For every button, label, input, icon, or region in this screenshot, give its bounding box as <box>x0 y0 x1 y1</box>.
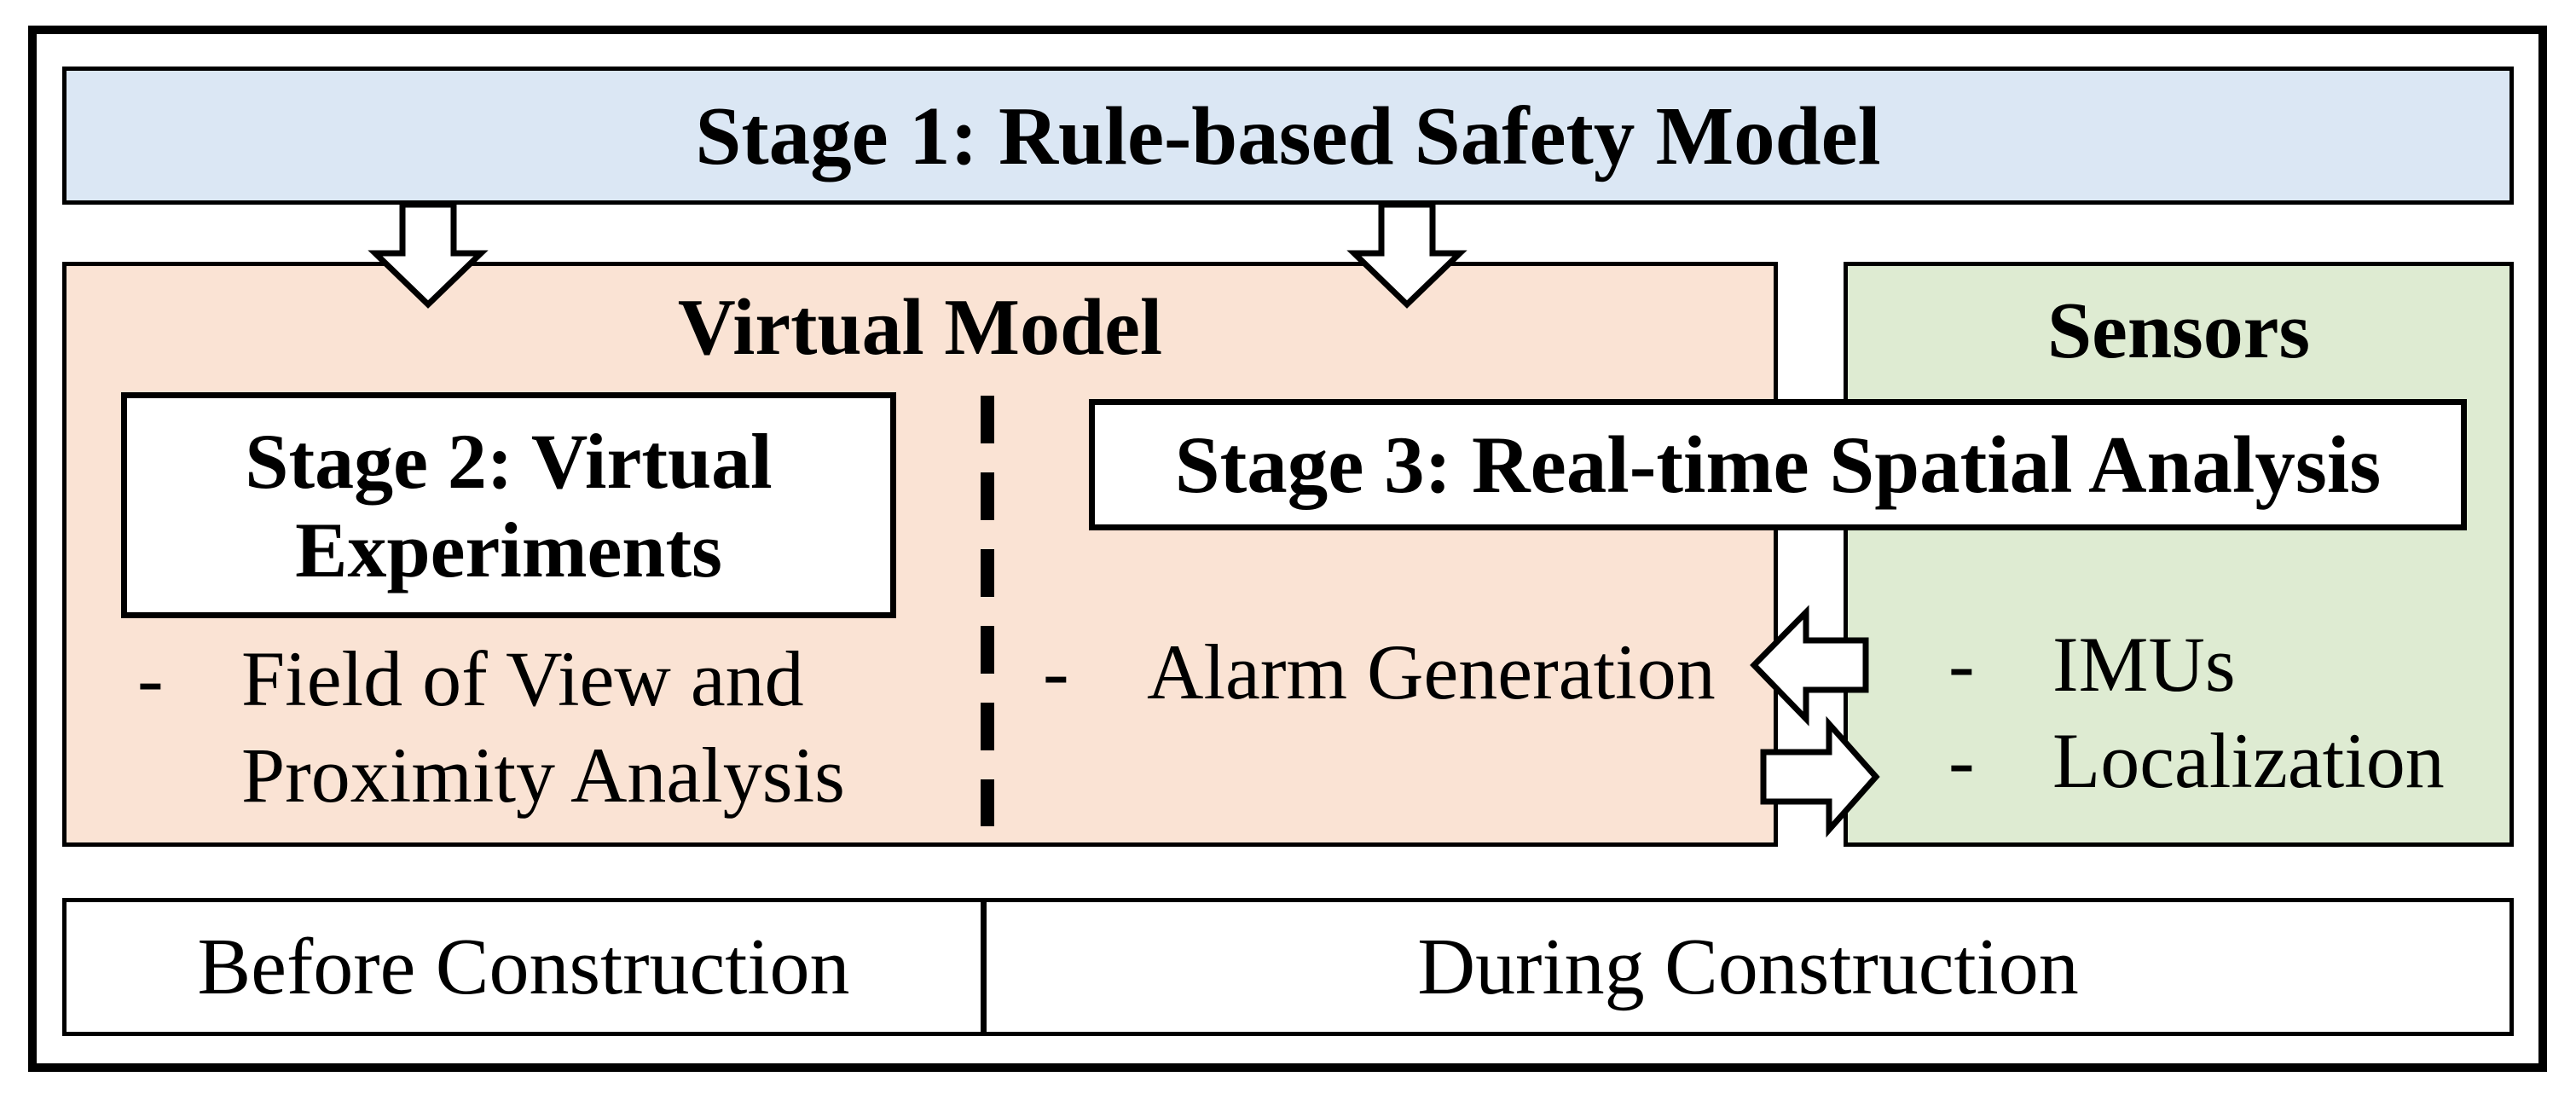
sensors-title: Sensors <box>2046 286 2311 375</box>
sensors-box <box>1844 262 2514 847</box>
bullet-field-of-view: - Field of View and Proximity Analysis <box>137 631 845 824</box>
stage2-box: Stage 2: Virtual Experiments <box>121 392 896 618</box>
virtual-model-title: Virtual Model <box>677 282 1163 372</box>
timeline-during-cell: During Construction <box>987 902 2509 1032</box>
virtual-model-dashed-divider <box>981 396 994 826</box>
timeline-before-label: Before Construction <box>197 923 850 1011</box>
bullet-localization-text: Localization <box>2052 717 2445 804</box>
stage3-title: Stage 3: Real-time Spatial Analysis <box>1174 420 2382 510</box>
bullet-dash: - <box>1043 628 1069 715</box>
stage1-box: Stage 1: Rule-based Safety Model <box>62 67 2514 205</box>
bullet-imus: - IMUs <box>1948 617 2236 713</box>
timeline-during-label: During Construction <box>1417 923 2079 1011</box>
bullet-field-of-view-text: Field of View and Proximity Analysis <box>241 635 845 819</box>
stage1-title: Stage 1: Rule-based Safety Model <box>695 90 1881 182</box>
stage2-title-line1: Stage 2: Virtual <box>245 417 773 505</box>
bullet-imus-text: IMUs <box>2052 621 2236 708</box>
bullet-alarm-generation-text: Alarm Generation <box>1147 628 1716 715</box>
timeline-bar: Before Construction During Construction <box>62 898 2514 1036</box>
bullet-localization: - Localization <box>1948 713 2445 809</box>
timeline-before-cell: Before Construction <box>67 902 987 1032</box>
stage3-box: Stage 3: Real-time Spatial Analysis <box>1089 399 2467 530</box>
bullet-dash: - <box>1948 621 1975 708</box>
stage2-title-line2: Experiments <box>295 506 722 593</box>
bullet-dash: - <box>137 635 164 722</box>
bullet-dash: - <box>1948 717 1975 804</box>
bullet-alarm-generation: - Alarm Generation <box>1043 624 1716 721</box>
